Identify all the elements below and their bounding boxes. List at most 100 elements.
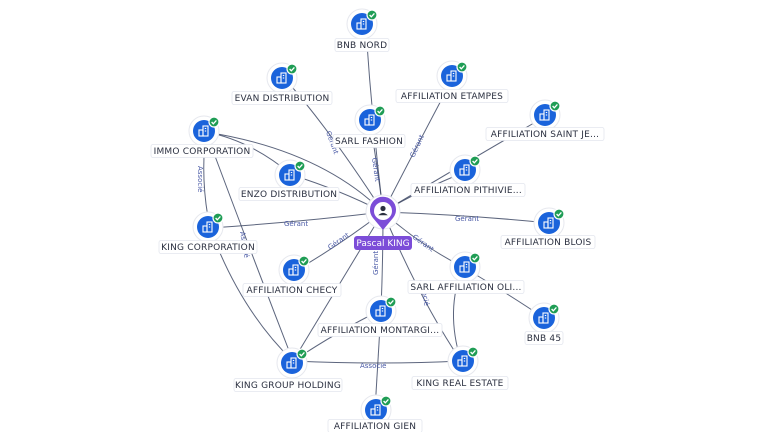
building-icon [459, 261, 470, 273]
node-label-box [332, 134, 406, 148]
node-label-box [238, 187, 340, 201]
verified-check-icon [469, 155, 481, 167]
building-icon [543, 217, 554, 229]
center-node[interactable]: Pascal KING [354, 194, 412, 250]
building-icon [370, 404, 381, 416]
node-label: BNB 45 [527, 334, 562, 344]
company-node-blois[interactable]: AFFILIATION BLOIS [500, 207, 596, 249]
edge-label-gerant: Gérant [409, 133, 427, 158]
verified-check-icon [385, 296, 397, 308]
building-icon [288, 264, 299, 276]
edge-kgh-kre [292, 360, 462, 364]
company-node-pithivie[interactable]: AFFILIATION PITHIVIE... [410, 154, 526, 197]
node-label: SARL AFFILIATION OLI... [410, 283, 521, 293]
node-label: AFFILIATION ETAMPES [401, 92, 503, 102]
building-icon [356, 18, 367, 30]
building-icon [198, 125, 209, 137]
building-icon [364, 114, 375, 126]
verified-check-icon [296, 348, 308, 360]
company-node-saintje[interactable]: AFFILIATION SAINT JE... [485, 99, 605, 141]
verified-check-icon [380, 395, 392, 407]
company-node-evan[interactable]: EVAN DISTRIBUTION [231, 62, 333, 105]
node-label-box [158, 240, 258, 254]
verified-check-icon [469, 252, 481, 264]
edge-label-gerant: Gérant [327, 231, 352, 252]
node-label: BNB NORD [337, 41, 388, 51]
edge-pascal-blois [382, 211, 550, 224]
node-label: SARL FASHION [335, 137, 403, 147]
company-node-immo[interactable]: IMMO CORPORATION [150, 115, 254, 158]
company-node-bnb_nord[interactable]: BNB NORD [334, 8, 390, 52]
node-label-box [150, 144, 254, 158]
company-node-checy[interactable]: AFFILIATION CHECY [242, 254, 342, 297]
node-label-box [500, 235, 596, 249]
verified-check-icon [549, 100, 561, 112]
company-node-sarl_fashion[interactable]: SARL FASHION [332, 104, 406, 148]
edge-label-gerant: Gérant [455, 215, 479, 223]
node-label: AFFILIATION BLOIS [505, 238, 592, 248]
center-label: Pascal KING [356, 239, 409, 249]
node-label: AFFILIATION PITHIVIE... [414, 186, 522, 196]
company-node-king_corp[interactable]: KING CORPORATION [158, 211, 258, 254]
edge-label-gerant: Gérant [372, 251, 380, 275]
node-label-box [334, 38, 390, 52]
node-label: KING REAL ESTATE [416, 379, 503, 389]
node-label-box [410, 183, 526, 197]
node-label: AFFILIATION GIEN [334, 422, 416, 432]
node-label-box [411, 376, 509, 390]
verified-check-icon [212, 212, 224, 224]
company-node-sarl_oli[interactable]: SARL AFFILIATION OLI... [407, 251, 525, 294]
verified-check-icon [548, 303, 560, 315]
edge-label-gerant: Gérant [284, 220, 308, 228]
node-label-box [242, 283, 342, 297]
company-node-kre[interactable]: KING REAL ESTATE [411, 345, 509, 390]
node-label-box [327, 419, 423, 432]
edge-label-associe: Associé [196, 166, 204, 192]
company-node-etampes[interactable]: AFFILIATION ETAMPES [395, 60, 509, 103]
building-icon [457, 355, 468, 367]
company-node-enzo[interactable]: ENZO DISTRIBUTION [238, 159, 340, 201]
verified-check-icon [366, 9, 378, 21]
building-icon [538, 312, 549, 324]
company-node-bnb45[interactable]: BNB 45 [524, 302, 564, 345]
edge-label-gerant: Gérant [370, 157, 381, 182]
verified-check-icon [456, 61, 468, 73]
verified-check-icon [467, 346, 479, 358]
building-icon [459, 164, 470, 176]
edge-label-gerant: Gérant [411, 233, 436, 254]
node-label-box [395, 89, 509, 103]
person-icon [378, 205, 388, 216]
building-icon [539, 109, 550, 121]
building-icon [284, 169, 295, 181]
building-icon [375, 305, 386, 317]
verified-check-icon [298, 255, 310, 267]
node-label: AFFILIATION MONTARGI... [321, 326, 440, 336]
center-label-box [354, 236, 412, 250]
verified-check-icon [294, 160, 306, 172]
building-icon [446, 70, 457, 82]
node-label: AFFILIATION CHECY [247, 286, 338, 296]
building-icon [286, 357, 297, 369]
node-label-box [407, 280, 525, 294]
node-label-box [317, 323, 443, 337]
company-node-montargi[interactable]: AFFILIATION MONTARGI... [317, 295, 443, 337]
building-icon [276, 72, 287, 84]
verified-check-icon [374, 105, 386, 117]
node-label: KING CORPORATION [161, 243, 255, 253]
node-label: KING GROUP HOLDING [235, 381, 341, 391]
company-node-kgh[interactable]: KING GROUP HOLDING [233, 347, 343, 392]
node-label-box [524, 331, 564, 345]
node-label: AFFILIATION SAINT JE... [491, 130, 599, 140]
verified-check-icon [208, 116, 220, 128]
node-label-box [231, 91, 333, 105]
verified-check-icon [286, 63, 298, 75]
company-node-gien[interactable]: AFFILIATION GIEN [327, 394, 423, 432]
building-icon [202, 221, 213, 233]
nodes-layer: BNB NORD EVAN DISTRIBUTION AFFILIATION ETA… [150, 8, 605, 432]
node-label: EVAN DISTRIBUTION [235, 94, 330, 104]
node-label-box [485, 127, 605, 141]
verified-check-icon [553, 208, 565, 220]
edge-label-associe: Associé [360, 362, 386, 370]
node-label: IMMO CORPORATION [154, 147, 251, 157]
